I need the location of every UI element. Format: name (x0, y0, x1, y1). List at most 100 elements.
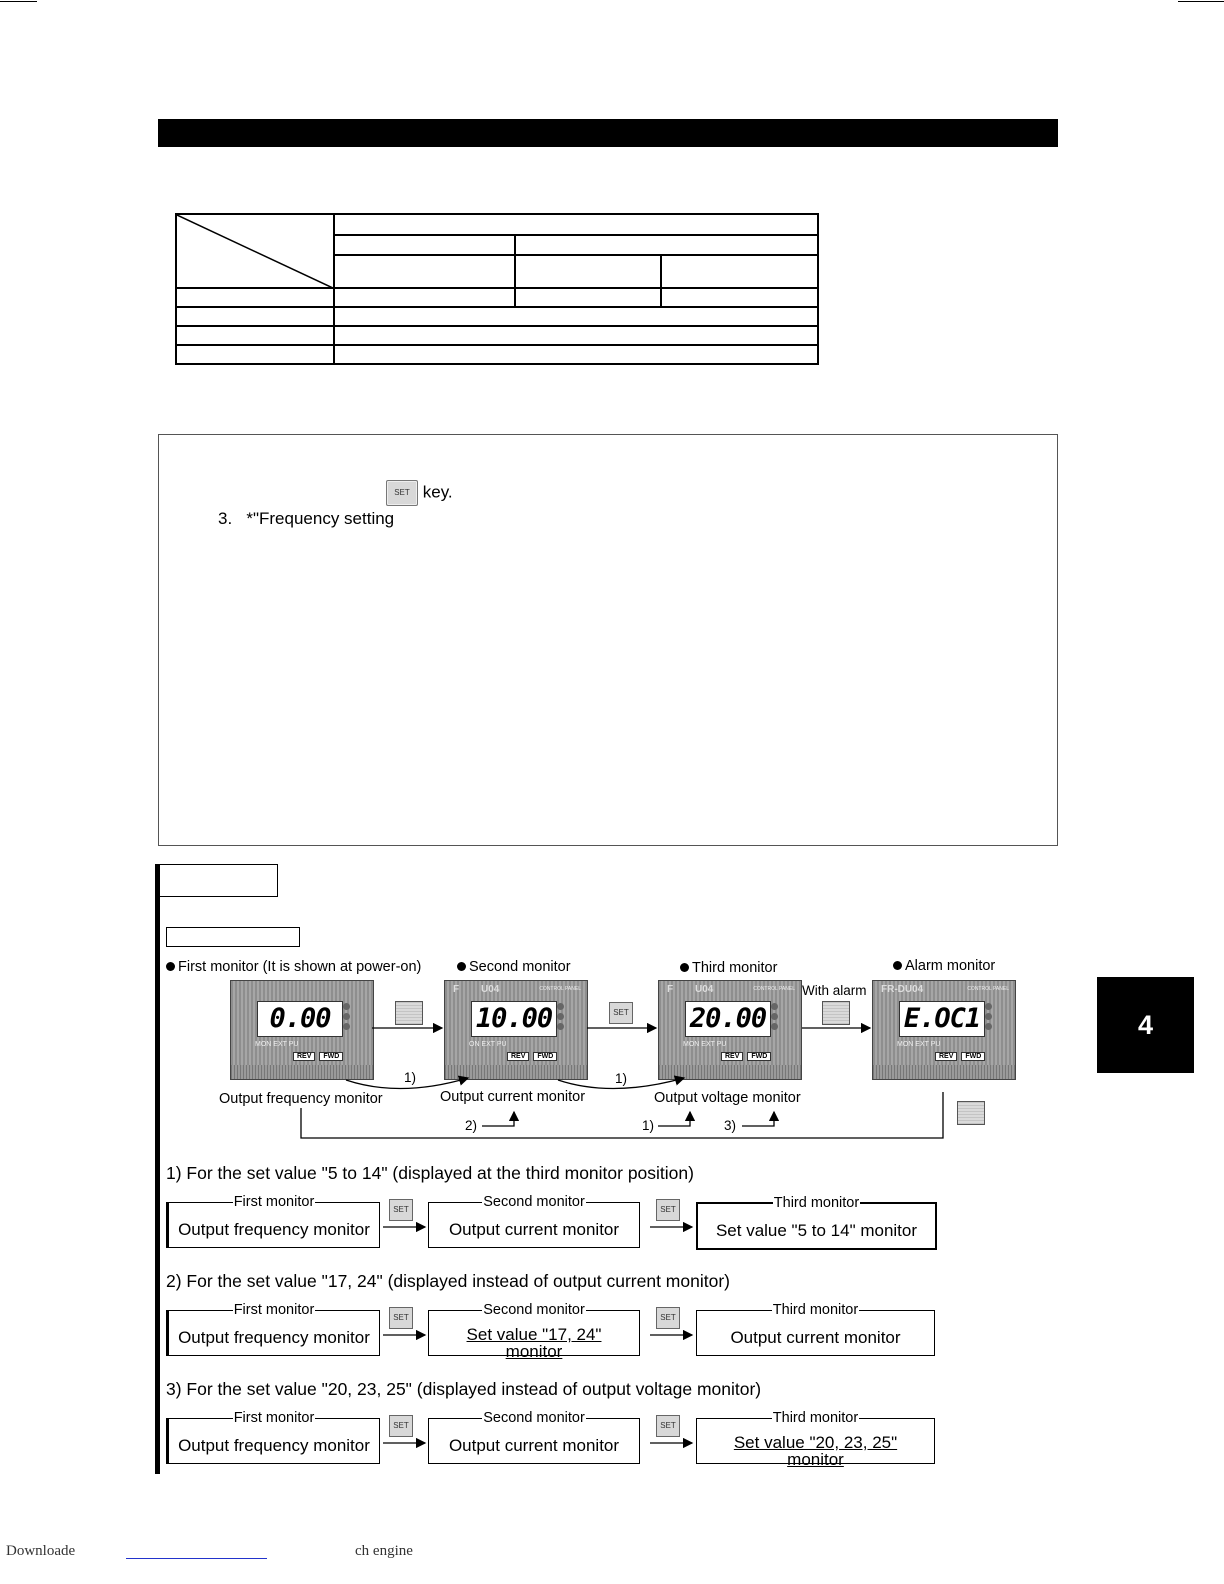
chapter-tab: 4 (1097, 977, 1194, 1073)
box-value: Output frequency monitor (178, 1220, 370, 1239)
subsection-label-box (166, 927, 300, 947)
box-value-line-2: monitor (505, 1342, 563, 1361)
table-cell (175, 344, 335, 365)
panel-footer (873, 1065, 1015, 1079)
bullet-icon (680, 963, 689, 972)
output-frequency-label: Output frequency monitor (219, 1091, 383, 1107)
parameter-table (175, 213, 819, 365)
mode-indicators: ON EXT PU (469, 1041, 507, 1048)
alarm-monitor-heading: Alarm monitor (893, 958, 995, 974)
second-monitor-label: Second monitor (469, 959, 571, 975)
footer-left-text: Downloade (6, 1543, 76, 1559)
control-panel-third: F U04 CONTROL PANEL 20.00 MON EXT PU REV… (658, 980, 802, 1080)
mode-key-icon (957, 1101, 985, 1125)
rev-label: REV (293, 1052, 316, 1061)
alarm-monitor-label: Alarm monitor (905, 958, 996, 974)
case-1-second-box: Second monitor Output current monitor (428, 1194, 640, 1248)
note-item-number: 3. (218, 509, 233, 528)
control-panel-alarm: FR-DU04 CONTROL PANEL E.OC1 MON EXT PU R… (872, 980, 1016, 1080)
case-2-third-box: Third monitor Output current monitor (696, 1302, 935, 1356)
set-key-icon: SET (609, 1002, 633, 1024)
table-header-cell (660, 254, 819, 289)
table-cell (333, 325, 819, 346)
box-value: Output frequency monitor (178, 1328, 370, 1347)
box-caption: First monitor (232, 1302, 316, 1318)
return-label-3: 3) (724, 1118, 737, 1133)
panel-footer (659, 1065, 801, 1079)
box-caption: Third monitor (771, 1302, 860, 1318)
unit-leds (343, 1003, 350, 1033)
mode-indicators: MON EXT PU (897, 1041, 941, 1048)
first-monitor-heading: First monitor (It is shown at power-on) (166, 959, 421, 975)
unit-leds (557, 1003, 564, 1033)
output-voltage-label: Output voltage monitor (654, 1090, 801, 1106)
second-monitor-heading: Second monitor (457, 959, 571, 975)
fwd-label: FWD (319, 1052, 344, 1061)
third-monitor-heading: Third monitor (680, 960, 777, 976)
bullet-icon (893, 961, 902, 970)
section-title-bar (158, 119, 1058, 147)
box-caption: First monitor (232, 1194, 316, 1210)
table-header-cell (333, 213, 819, 236)
table-cell (333, 306, 819, 327)
case-2-heading: 2) For the set value "17, 24" (displayed… (166, 1271, 730, 1291)
fwd-label: FWD (747, 1052, 772, 1061)
box-value: Output current monitor (448, 1220, 620, 1239)
mode-indicators: MON EXT PU (683, 1041, 727, 1048)
first-monitor-label: First monitor (It is shown at power-on) (178, 959, 422, 975)
table-cell (175, 287, 335, 308)
set-key-text: key. (422, 482, 453, 502)
case-3-first-box: First monitor Output frequency monitor (166, 1410, 380, 1464)
mode-key-icon (395, 1001, 423, 1025)
footer-right-text: ch engine (355, 1543, 413, 1559)
case-3-heading: 3) For the set value "20, 23, 25" (displ… (166, 1379, 762, 1399)
box-caption: Second monitor (482, 1410, 586, 1426)
mode-indicators: MON EXT PU (255, 1041, 299, 1048)
panel-model-label: U04 (695, 984, 714, 995)
table-cell (660, 287, 819, 308)
table-corner-cell (175, 213, 335, 289)
box-caption: Third monitor (772, 1195, 861, 1211)
box-value-line-1: Set value "17, 24" (466, 1325, 602, 1344)
panel-display: 20.00 (685, 1001, 771, 1037)
panel-display: 0.00 (257, 1001, 343, 1037)
table-header-cell (514, 234, 819, 256)
output-current-label: Output current monitor (440, 1089, 586, 1105)
footer-link-underline[interactable] (126, 1558, 267, 1559)
box-caption: Third monitor (771, 1410, 860, 1426)
arrow-label-1a: 1) (404, 1070, 417, 1085)
box-caption: Second monitor (482, 1302, 586, 1318)
box-value: Set value "5 to 14" monitor (715, 1221, 918, 1240)
table-cell (175, 306, 335, 327)
set-key-icon: SET (656, 1415, 680, 1437)
panel-display: 10.00 (471, 1001, 557, 1037)
box-caption: Second monitor (482, 1194, 586, 1210)
box-value-line-1: Set value "20, 23, 25" (733, 1433, 898, 1452)
set-key-icon: SET (656, 1307, 680, 1329)
set-key-icon: SET (656, 1199, 680, 1221)
note-item-3: 3. *"Frequency setting (218, 509, 394, 529)
bullet-icon (166, 962, 175, 971)
rev-label: REV (721, 1052, 744, 1061)
bullet-icon (457, 962, 466, 971)
set-key-icon: SET (386, 480, 418, 506)
unit-leds (985, 1003, 992, 1033)
case-2-second-box: Second monitor Set value "17, 24"monitor (428, 1302, 640, 1360)
set-key-line: SET key. (386, 480, 453, 506)
box-value: Output current monitor (730, 1328, 901, 1347)
table-header-cell (333, 254, 516, 289)
box-value: Set value "20, 23, 25"monitor (697, 1434, 934, 1468)
panel-footer (231, 1065, 373, 1079)
fwd-label: FWD (533, 1052, 558, 1061)
rev-label: REV (935, 1052, 958, 1061)
crop-mark-right (1178, 1, 1224, 2)
return-label-1: 1) (642, 1118, 655, 1133)
panel-top-label: F (667, 984, 674, 995)
panel-model-label: U04 (481, 984, 500, 995)
box-value: Set value "17, 24"monitor (429, 1326, 639, 1360)
table-header-cell (514, 254, 662, 289)
